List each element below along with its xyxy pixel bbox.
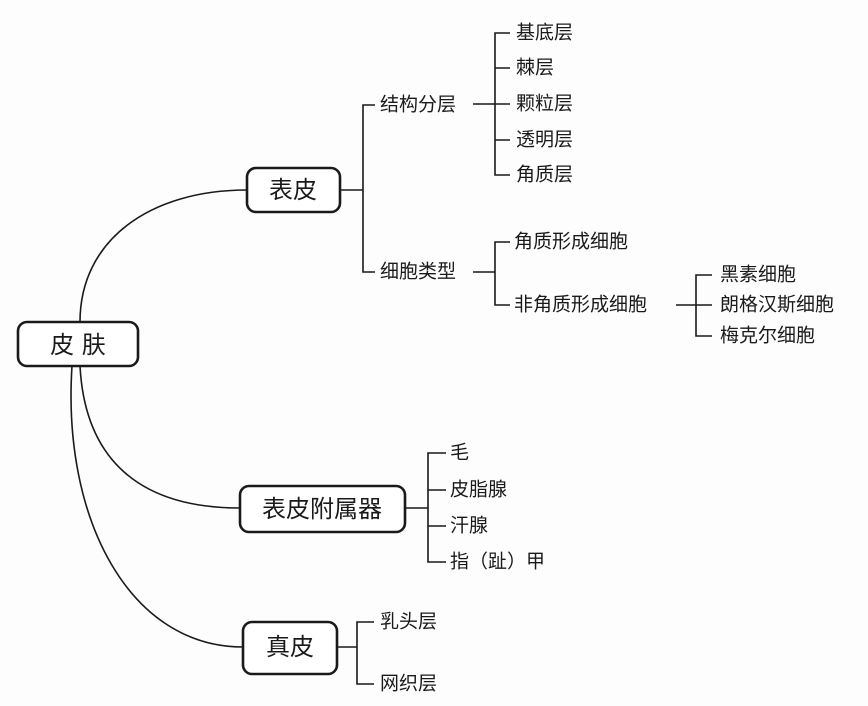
- appendage-item: 皮脂腺: [450, 479, 507, 501]
- connector-root-appendages: [79, 365, 241, 509]
- layer-item: 棘层: [516, 57, 554, 79]
- non-keratinocyte-bracket: [676, 274, 712, 337]
- appendage-item: 汗腺: [450, 515, 488, 537]
- layer-item: 透明层: [516, 129, 573, 151]
- layer-item: 基底层: [516, 22, 573, 44]
- appendage-item: 毛: [450, 442, 469, 464]
- connector-root-epidermis: [79, 189, 248, 323]
- appendages-label: 表皮附属器: [262, 495, 382, 523]
- cell-types-label: 细胞类型: [380, 261, 456, 283]
- dermis-item: 乳头层: [380, 611, 437, 633]
- keratinocyte-label: 角质形成细胞: [514, 231, 628, 253]
- dermis-item: 网织层: [380, 673, 437, 695]
- non-keratinocyte-label: 非角质形成细胞: [514, 294, 647, 316]
- dermis-label: 真皮: [266, 633, 314, 661]
- dermis-node: [241, 620, 339, 676]
- appendages-node: [238, 484, 407, 534]
- epidermis-bracket: [340, 104, 375, 273]
- structure-label: 结构分层: [380, 94, 456, 116]
- cell-item: 梅克尔细胞: [720, 325, 815, 347]
- dermis-bracket: [337, 621, 374, 685]
- layer-item: 角质层: [516, 164, 573, 186]
- structure-bracket: [473, 32, 510, 176]
- cell-item: 黑素细胞: [720, 264, 796, 286]
- epidermis-label: 表皮: [269, 176, 317, 204]
- appendage-item: 指（趾）甲: [450, 551, 545, 573]
- root-node: [16, 320, 140, 368]
- connector-root-dermis: [70, 365, 244, 648]
- cell-types-bracket: [473, 241, 510, 306]
- appendages-bracket: [405, 452, 446, 563]
- cell-item: 朗格汉斯细胞: [720, 294, 834, 316]
- layer-item: 颗粒层: [516, 93, 573, 115]
- root-label: 皮 肤: [50, 331, 106, 359]
